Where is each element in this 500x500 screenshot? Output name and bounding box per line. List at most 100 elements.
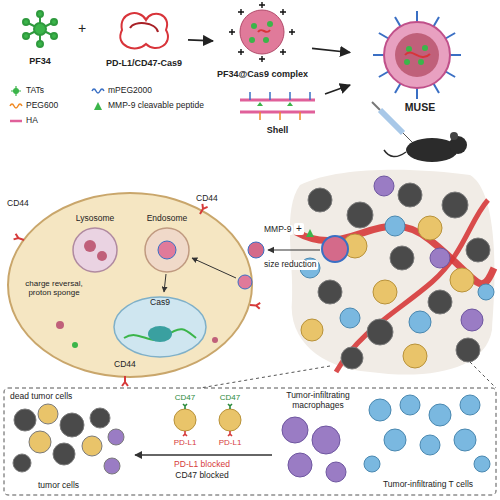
complex-figure (240, 10, 284, 54)
zoom-lines (200, 362, 496, 388)
bottom-panel (13, 404, 124, 474)
pf34-figure (37, 11, 43, 17)
tumor-cell (145, 228, 189, 272)
tumor-tissue (341, 347, 363, 369)
pf34-figure (51, 33, 57, 39)
labeled-figure: PF34 (10, 5, 70, 69)
complex-figure (249, 37, 255, 43)
mouse-syringe (384, 150, 406, 157)
muse-figure (384, 22, 450, 88)
tumor-cell (197, 204, 207, 216)
bottom-panel (282, 417, 346, 482)
bottom-panel (326, 462, 346, 482)
figure-label: MUSE (405, 101, 435, 113)
figure-label: Shell (267, 125, 289, 135)
annotation-label: size reduction (262, 260, 318, 270)
muse-figure (395, 33, 439, 77)
plasmid-figure (130, 23, 158, 32)
annotation-label: PD-L1 (215, 438, 245, 447)
bottom-panel (82, 436, 102, 456)
bottom-panel (53, 443, 75, 465)
size-reduction (248, 242, 264, 258)
tumor-cell (56, 321, 64, 329)
legend-icons (92, 89, 104, 93)
bottom-panel (60, 413, 84, 437)
bottom-panel (288, 453, 312, 477)
shell-figure (240, 99, 315, 102)
tumor-tissue (336, 200, 488, 372)
tumor-tissue (308, 183, 490, 369)
bottom-panel (282, 417, 308, 443)
tumor-tissue (409, 311, 431, 333)
tumor-cell (212, 337, 218, 343)
complex-figure (238, 9, 244, 15)
bottom-panel (474, 456, 490, 472)
size-reduction (306, 229, 314, 237)
shell-figure (257, 102, 293, 106)
pf34-figure (23, 33, 29, 39)
muse-figure (406, 46, 412, 52)
pf34-figure (51, 19, 57, 25)
plasmid-figure (120, 13, 168, 48)
tumor-cell (158, 241, 176, 259)
flow-arrow (312, 48, 350, 52)
tumor-tissue (456, 338, 480, 362)
legend-entry: HA (26, 116, 38, 126)
annotation-label: Tumor-infiltrating macrophages (274, 391, 362, 411)
bottom-panel (4, 388, 496, 495)
annotation-label: PD-L1 (170, 438, 200, 447)
tumor-tissue (430, 248, 450, 268)
complex-figure (289, 29, 295, 35)
annotation-label: CD47 (170, 393, 200, 402)
annotation-label: tumor cells (38, 481, 79, 491)
bottom-panel (38, 404, 58, 424)
figure-label: PF34 (29, 56, 51, 66)
bottom-panel (420, 435, 440, 455)
muse-figure (404, 59, 410, 65)
tumor-tissue (301, 216, 474, 368)
annotation-label: Tumor-infiltrating T cells (362, 480, 494, 490)
plasmid-figure (120, 13, 168, 48)
legend-icons (10, 86, 104, 121)
complex-figure (258, 30, 270, 32)
tumor-tissue (374, 176, 394, 196)
tumor-tissue (442, 192, 468, 218)
figure-label: PF34@Cas9 complex (217, 69, 308, 79)
complex-figure (229, 2, 295, 62)
tumor-tissue (478, 284, 494, 300)
complex-figure (259, 2, 265, 8)
tumor-cell (84, 240, 96, 252)
annotation-label: CD47 (215, 393, 245, 402)
annotation-label: CD44 (196, 194, 218, 204)
complex-figure (280, 9, 286, 15)
bottom-panel (4, 388, 496, 495)
complex-figure (238, 49, 244, 55)
annotation-label: charge reversal, proton sponge (14, 279, 94, 297)
tumor-tissue (385, 216, 405, 236)
pf34-figure (23, 19, 29, 25)
complex-figure (259, 56, 265, 62)
bottom-panel (384, 429, 406, 451)
figure-caption: Shell (230, 119, 325, 137)
tumor-cell (238, 275, 252, 289)
labeled-figure: PF34@Cas9 complex (213, 4, 312, 82)
mouse-syringe (380, 110, 403, 133)
pf34-figure (26, 22, 54, 36)
complex-figure (251, 23, 257, 29)
tumor-cell (14, 234, 25, 243)
legend-icons (10, 120, 22, 123)
mouse-syringe (372, 102, 380, 110)
labeled-figure: Shell (230, 84, 325, 138)
annotation-label: CD44 (7, 199, 29, 209)
complex-figure (229, 29, 235, 35)
tumor-cell (73, 228, 117, 272)
tumor-cell (14, 204, 261, 386)
pf34-figure (23, 11, 57, 47)
tumor-tissue (461, 309, 483, 331)
labeled-figure: MUSE (350, 4, 490, 116)
size-reduction (268, 249, 320, 250)
shell-figure (260, 112, 300, 120)
tumor-cell (148, 326, 172, 342)
size-reduction (322, 236, 348, 262)
bottom-panel (400, 395, 420, 415)
